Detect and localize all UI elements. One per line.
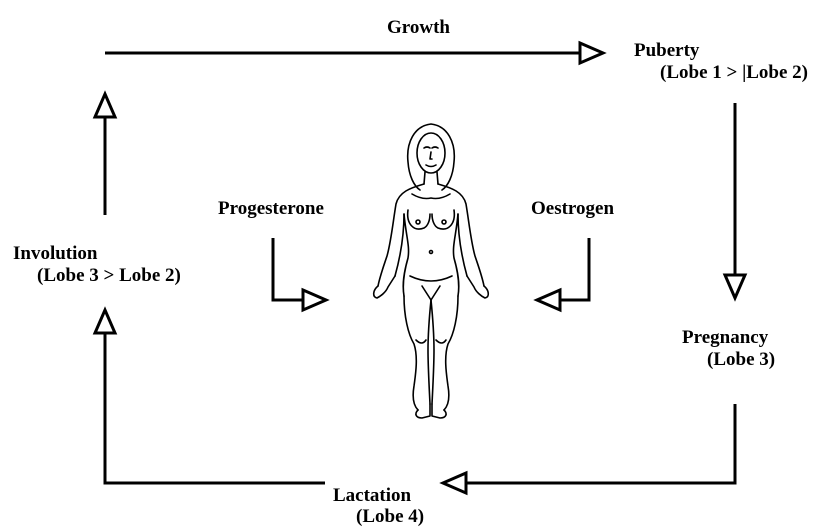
pregnancy-lobe-label: (Lobe 3)	[707, 349, 775, 371]
growth-label: Growth	[387, 17, 450, 39]
puberty-label: Puberty	[634, 40, 699, 62]
lactation-lobe-label: (Lobe 4)	[356, 506, 424, 528]
involution-to-growth-arrowhead	[95, 94, 115, 117]
puberty-lobe-label: (Lobe 1 > |Lobe 2)	[660, 62, 808, 84]
involution-label: Involution	[13, 243, 97, 265]
pregnancy-label: Pregnancy	[682, 327, 768, 349]
involution-lobe-label: (Lobe 3 > Lobe 2)	[37, 265, 181, 287]
progesterone-arrowhead	[303, 290, 326, 310]
lactation-label: Lactation	[333, 485, 411, 507]
lactation-to-involution-arrow-shaft	[105, 333, 325, 483]
puberty-to-pregnancy-arrowhead	[725, 275, 745, 298]
oestrogen-arrow-shaft	[560, 238, 589, 300]
progesterone-label: Progesterone	[218, 198, 324, 220]
pregnancy-to-lactation-arrow-shaft	[466, 404, 735, 483]
female-body-illustration	[374, 124, 489, 418]
pregnancy-to-lactation-arrowhead	[443, 473, 466, 493]
lactation-to-involution-arrowhead	[95, 310, 115, 333]
oestrogen-arrowhead	[537, 290, 560, 310]
progesterone-arrow-shaft	[273, 238, 303, 300]
growth-arrowhead	[580, 43, 603, 63]
oestrogen-label: Oestrogen	[531, 198, 614, 220]
